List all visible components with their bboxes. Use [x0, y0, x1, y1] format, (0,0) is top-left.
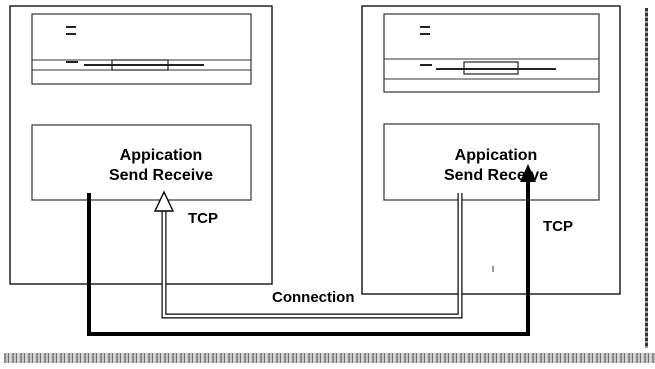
host-left: [9, 5, 273, 285]
host-left-tcp-label: TCP: [188, 210, 218, 227]
connection-label: Connection: [272, 289, 355, 306]
host-left-application-label: Appication Send Receive: [76, 146, 246, 186]
host-right-drive-unit: [383, 13, 600, 93]
host-left-application-line2: Send Receive: [108, 167, 214, 184]
right-border-edge: [645, 8, 648, 348]
host-right: [361, 5, 621, 295]
receive-arrowhead-right: [520, 164, 536, 182]
receive-arrowhead-left: [153, 190, 175, 212]
host-right-application-line2: Send Receive: [443, 167, 549, 184]
host-right-application-box: [383, 123, 600, 201]
host-left-application-line1: Appication: [119, 147, 203, 164]
host-left-drive-indicator: [66, 26, 76, 28]
host-right-application-label: Appication Send Receive: [411, 146, 581, 186]
send-path-left-to-right: [87, 180, 530, 336]
host-right-application-line1: Appication: [454, 147, 538, 164]
host-left-application-box: [31, 124, 252, 201]
bottom-scan-band: [4, 353, 655, 363]
host-left-drive-unit: [31, 13, 252, 85]
host-right-tcp-label: TCP: [543, 218, 573, 235]
